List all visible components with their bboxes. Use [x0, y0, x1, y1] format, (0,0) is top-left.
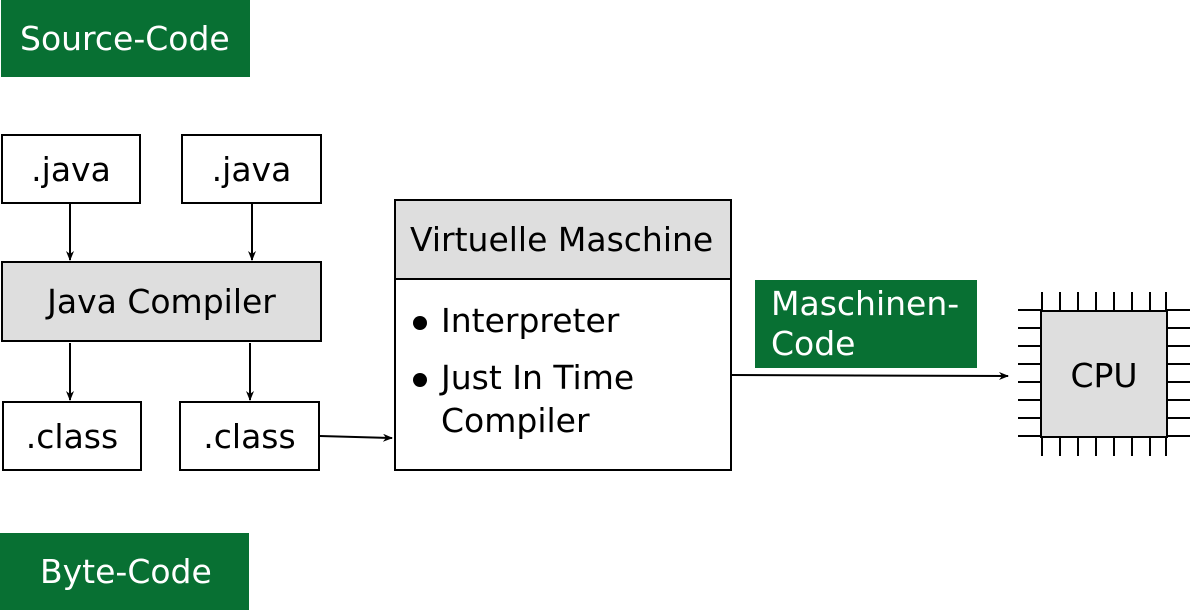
class-file-1-label: .class	[25, 416, 119, 456]
class-file-2-label: .class	[203, 416, 296, 456]
cpu-chip-icon	[1018, 292, 1190, 456]
cpu-label-text: CPU	[1070, 355, 1138, 395]
virtual-machine-box: Virtuelle Maschine Interpreter Just In T…	[394, 199, 732, 471]
source-code-label: Source-Code	[1, 0, 250, 77]
vm-list-item-jit-compiler: Just In Time Compiler	[396, 356, 696, 442]
java-compiler-label: Java Compiler	[47, 282, 276, 321]
java-compiler-box: Java Compiler	[1, 261, 322, 342]
class-file-2: .class	[179, 401, 320, 471]
machine-code-text: Maschinen- Code	[771, 284, 960, 363]
arrow-vm-to-cpu	[731, 371, 1009, 380]
source-code-text: Source-Code	[20, 19, 230, 58]
java-file-1-label: .java	[31, 149, 111, 189]
arrow-class2-to-vm	[319, 433, 393, 442]
vm-list-item-interpreter: Interpreter	[396, 299, 696, 342]
java-file-2: .java	[181, 134, 322, 204]
virtual-machine-title: Virtuelle Maschine	[410, 220, 714, 259]
virtual-machine-header: Virtuelle Maschine	[396, 201, 730, 280]
virtual-machine-list: Interpreter Just In Time Compiler	[396, 299, 696, 442]
java-file-2-label: .java	[211, 149, 292, 189]
machine-code-label: Maschinen- Code	[755, 280, 977, 368]
byte-code-label: Byte-Code	[0, 533, 249, 610]
java-file-1: .java	[1, 134, 141, 204]
cpu-label: CPU	[1042, 312, 1166, 438]
byte-code-text: Byte-Code	[40, 552, 212, 591]
class-file-1: .class	[2, 401, 142, 471]
